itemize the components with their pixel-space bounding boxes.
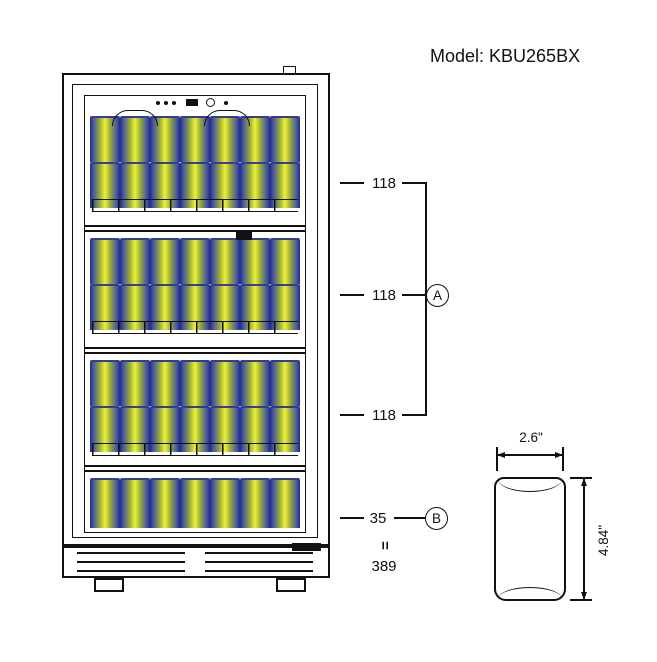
right-foot [276,578,306,592]
can [210,360,240,406]
dim-dash [340,294,364,296]
can-row [90,360,300,406]
basket-rail [92,443,298,456]
can [240,238,270,284]
can-width-label: 2.6" [519,430,543,445]
door-frame [72,84,318,538]
knob-icon [206,98,215,107]
glass-panel [84,95,306,533]
can-row [90,238,300,284]
indicator-dot [172,101,176,105]
equals-symbol: = [375,540,393,550]
dim-row-top: 118 [340,175,426,192]
callout-b: B [425,507,448,530]
dim-row-middle: 118 [340,287,426,304]
dim-dash [402,294,426,296]
can [90,360,120,406]
dim-dash [402,414,426,416]
height-dim-line [583,478,585,600]
dim-dash [402,182,426,184]
can [90,478,120,528]
can [240,478,270,528]
can [270,478,300,528]
can [180,360,210,406]
can [180,238,210,284]
bracket-line [425,182,427,416]
basket-rail [92,321,298,334]
extension-line [496,447,498,471]
glass-shelf [85,347,305,354]
can [240,360,270,406]
extension-line [570,477,592,479]
can [90,238,120,284]
can [210,478,240,528]
can [150,238,180,284]
can-outline [494,477,566,601]
can [270,360,300,406]
display-icon [186,99,198,106]
name-plate [292,543,321,551]
can [150,360,180,406]
arrow-right-icon [555,451,563,458]
left-foot [94,578,124,592]
grille-slats-left [77,552,185,573]
can [180,478,210,528]
thermostat-box [236,231,252,240]
can [180,116,210,162]
total-height-value: 389 [371,558,397,575]
can [120,478,150,528]
indicator-dot [224,101,228,105]
glass-shelf [85,465,305,472]
wire-arch-right [204,110,250,126]
can [270,116,300,162]
can-height-label: 4.84" [596,524,612,556]
dim-value: 118 [372,287,396,304]
wire-arch-left [112,110,158,126]
arrow-down-icon [580,592,587,600]
basket-rail [92,199,298,212]
can [120,238,150,284]
dim-value: 118 [372,175,396,192]
width-dim-line [497,454,563,456]
can-lid-seam [498,479,562,492]
arrow-left-icon [497,451,505,458]
can [120,360,150,406]
dim-dash [340,182,364,184]
model-title: Model: KBU265BX [430,46,581,66]
arrow-up-icon [580,478,587,486]
control-panel [140,97,250,109]
indicator-dot [156,101,160,105]
dim-dash [340,517,364,519]
leader-line [394,517,426,519]
dim-value: 118 [372,407,396,424]
indicator-dot [164,101,168,105]
dim-row-bottom: 118 [340,407,426,424]
extension-line [562,447,564,471]
dim-dash [340,414,364,416]
can-row [90,478,300,528]
grille-slats-right [205,552,313,573]
can [210,238,240,284]
can [150,478,180,528]
dim-row-clearance: 35 [340,510,426,527]
callout-a: A [426,284,449,307]
can [270,238,300,284]
glass-shelf [85,225,305,232]
dim-value: 35 [369,510,387,527]
can-bottom-rim [498,587,562,599]
